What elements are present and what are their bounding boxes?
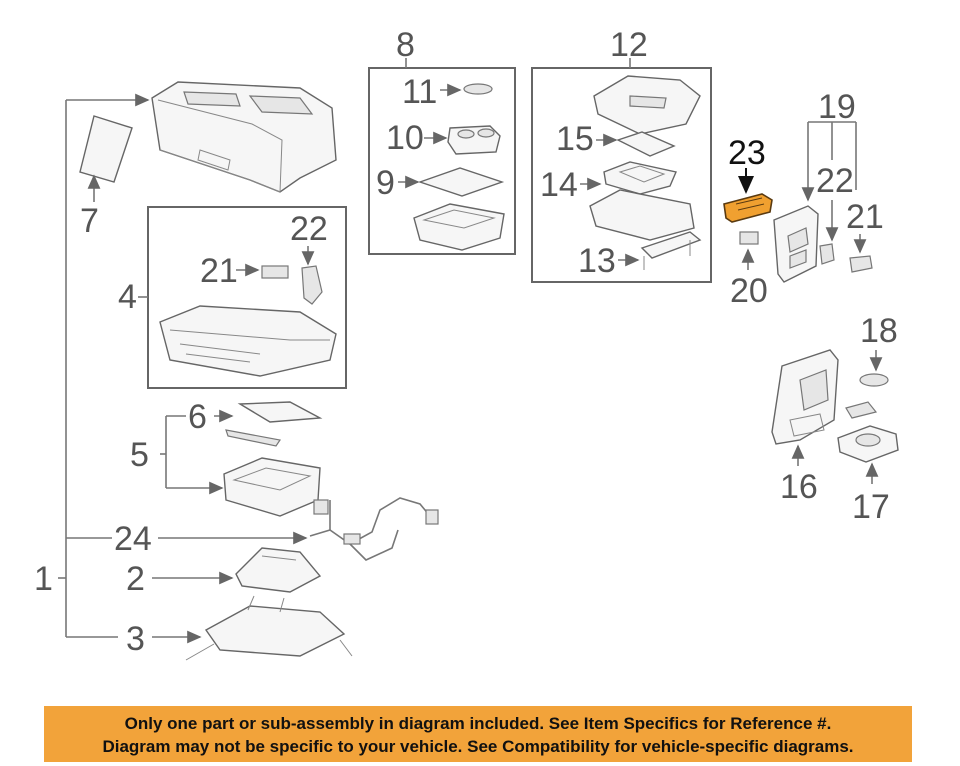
- tray-part-5: [223, 457, 321, 517]
- bezel-part-19: [773, 205, 819, 283]
- cupholder-insert-part-10: [447, 125, 501, 155]
- clip-part-20: [739, 231, 759, 245]
- callout-23: 23: [728, 134, 766, 172]
- hinge-part-13: [640, 231, 702, 259]
- callout-22-left: 22: [290, 210, 328, 248]
- callout-3: 3: [126, 620, 145, 658]
- callout-19: 19: [818, 88, 856, 126]
- mat-part-9: [417, 167, 505, 197]
- wiring-harness-part-24: [309, 497, 439, 561]
- panel-part-16: [771, 349, 839, 445]
- disclaimer-line-1: Only one part or sub-assembly in diagram…: [124, 714, 832, 733]
- callout-10: 10: [386, 119, 424, 157]
- callout-20: 20: [730, 272, 768, 310]
- callout-2: 2: [126, 560, 145, 598]
- mat-part-6: [237, 401, 323, 423]
- callout-tree-19: [801, 121, 857, 202]
- cap-part-18: [859, 373, 889, 387]
- callout-13: 13: [578, 242, 616, 280]
- group-box-12: [531, 67, 712, 283]
- disclaimer-line-2: Diagram may not be specific to your vehi…: [102, 737, 854, 756]
- frame-part-3: [185, 595, 353, 661]
- hinge-legs: [643, 240, 691, 270]
- callout-tree-5: [160, 409, 234, 495]
- callout-5: 5: [130, 436, 149, 474]
- callout-24: 24: [114, 520, 152, 558]
- callout-18: 18: [860, 312, 898, 350]
- callout-21-left: 21: [200, 252, 238, 290]
- callout-15: 15: [556, 120, 594, 158]
- console-housing: [151, 81, 337, 193]
- callout-12: 12: [610, 26, 648, 64]
- console-base-part-4: [159, 305, 337, 377]
- callout-4: 4: [118, 278, 137, 316]
- bulb-part-21: [261, 265, 289, 279]
- callout-14: 14: [540, 166, 578, 204]
- callout-16: 16: [780, 468, 818, 506]
- callout-17: 17: [852, 488, 890, 526]
- callout-tree-1: [58, 93, 308, 644]
- bracket-part-2: [235, 547, 322, 593]
- group-box-8: [368, 67, 516, 255]
- latch-part-14: [603, 161, 677, 195]
- cupholder-part-17: [837, 425, 899, 463]
- disclaimer-banner: Only one part or sub-assembly in diagram…: [44, 706, 912, 762]
- mat-edge-part-6: [225, 429, 282, 447]
- callout-8: 8: [396, 26, 415, 64]
- bulb-part-21-right: [849, 255, 873, 273]
- lid-inner-part: [589, 189, 695, 241]
- callout-1: 1: [34, 560, 53, 598]
- insert-part: [845, 401, 878, 419]
- callout-6: 6: [188, 398, 207, 436]
- pad-part-11: [463, 83, 493, 95]
- socket-part-22: [301, 265, 323, 305]
- socket-part-22-right: [819, 243, 835, 265]
- callout-7: 7: [80, 202, 99, 240]
- storage-bin-part-8: [413, 203, 505, 251]
- callout-9: 9: [376, 164, 395, 202]
- lid-part-12: [593, 75, 701, 135]
- callout-21-right: 21: [846, 198, 884, 236]
- highlighted-part-23: [723, 193, 773, 223]
- parts-diagram: 1 2 3 24 7 4 21 22 5 6: [34, 26, 899, 661]
- pad-part-15: [616, 131, 676, 157]
- callout-22-right: 22: [816, 162, 854, 200]
- callout-11: 11: [402, 73, 437, 111]
- side-panel-part-7: [79, 115, 133, 202]
